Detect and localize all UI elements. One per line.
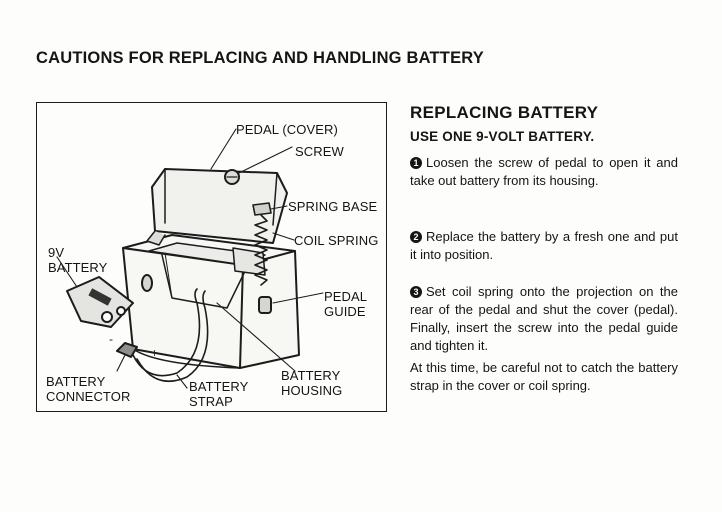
label-screw: SCREW — [295, 144, 344, 159]
9v-battery-shape — [66, 276, 134, 328]
coil-spring-shape — [252, 202, 272, 286]
label-pedal-cover: PEDAL (COVER) — [236, 122, 338, 137]
battery-connector-shape — [116, 288, 209, 383]
page-title: CAUTIONS FOR REPLACING AND HANDLING BATT… — [36, 49, 484, 67]
leader-lines — [56, 128, 324, 389]
label-9v-battery: 9V BATTERY — [48, 245, 108, 275]
plus-mark: + — [151, 346, 158, 360]
replacing-instructions: REPLACING BATTERY USE ONE 9-VOLT BATTERY… — [410, 103, 678, 393]
minus-mark: - — [109, 332, 113, 346]
label-battery-housing: BATTERY HOUSING — [281, 368, 343, 398]
instructions-heading: REPLACING BATTERY — [410, 103, 599, 122]
step-number-badge: 3 — [410, 286, 422, 298]
label-battery-strap: BATTERY STRAP — [189, 379, 249, 409]
step-text: Set coil spring onto the projection on t… — [410, 284, 678, 353]
caution-note: At this time, be careful not to catch th… — [410, 359, 678, 395]
step-number-badge: 1 — [410, 157, 422, 169]
step-text: Loosen the screw of pedal to open it and… — [410, 155, 678, 188]
battery-diagram: + - PEDAL (COVER) SCREW SPRING BASE COIL… — [36, 102, 387, 412]
caution-note-text: At this time, be careful not to catch th… — [410, 360, 678, 393]
label-coil-spring: COIL SPRING — [294, 233, 379, 248]
instructions-subheading: USE ONE 9-VOLT BATTERY. — [410, 129, 595, 144]
battery-pedal-illustration: + - — [56, 128, 324, 389]
battery-housing-shape — [122, 234, 300, 369]
pedal-cover-shape — [146, 168, 288, 246]
label-spring-base: SPRING BASE — [288, 199, 378, 214]
step-number-badge: 2 — [410, 231, 422, 243]
label-battery-connector: BATTERY CONNECTOR — [46, 374, 131, 404]
label-pedal-guide: PEDAL GUIDE — [324, 289, 368, 319]
step-text: Replace the battery by a fresh one and p… — [410, 229, 678, 262]
